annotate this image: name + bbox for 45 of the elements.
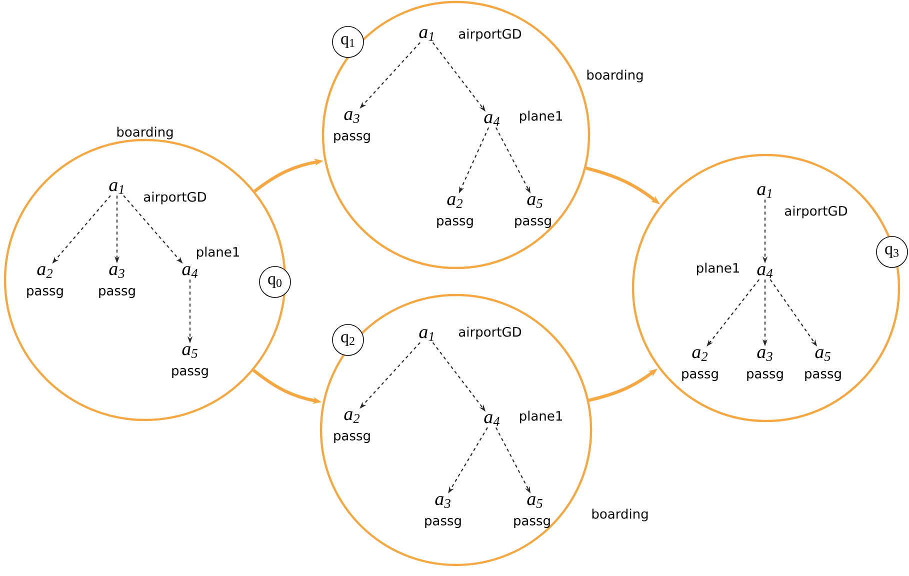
state-circle [632, 154, 900, 422]
node-label: q$_{3}$ [885, 246, 899, 258]
node-label: passg [805, 371, 841, 381]
node-label: airportGD [458, 326, 522, 340]
node-label: airportGD [458, 28, 522, 42]
state-label: boarding [587, 70, 643, 82]
node-label: passg [515, 218, 551, 228]
node-label: passg [682, 371, 718, 381]
tree-node-symbol: a$_{4}$ [757, 266, 773, 278]
tree-node-symbol: a$_{3}$ [435, 496, 450, 508]
tree-node-symbol: a$_{4}$ [182, 266, 198, 278]
tree-node-symbol: a$_{2}$ [447, 196, 463, 208]
node-label: passg [437, 218, 473, 228]
tree-node-symbol: a$_{5}$ [182, 346, 198, 358]
tree-node-symbol: a$_{5}$ [527, 196, 542, 208]
tree-node-symbol: a$_{2}$ [344, 411, 360, 423]
node-label: passg [334, 133, 370, 143]
node-label: airportGD [144, 192, 206, 204]
node-label: airportGD [784, 206, 848, 218]
node-label: plane1 [520, 110, 562, 124]
tree-node-symbol: a$_{3}$ [109, 266, 124, 278]
tree-node-symbol: a$_{4}$ [484, 414, 500, 426]
tree-node-symbol: a$_{4}$ [484, 114, 500, 126]
node-label: plane1 [197, 246, 239, 260]
tree-node-symbol: a$_{3}$ [757, 349, 772, 361]
tree-node-symbol: a$_{1}$ [419, 29, 434, 41]
node-label: passg [172, 368, 208, 378]
node-label: plane1 [697, 262, 739, 276]
tree-node-symbol: a$_{2}$ [692, 349, 708, 361]
tree-node-symbol: a$_{3}$ [344, 111, 360, 123]
state-label: boarding [592, 508, 648, 522]
node-label: passg [334, 433, 370, 443]
tree-node-symbol: a$_{1}$ [419, 329, 434, 341]
node-label: passg [425, 518, 461, 528]
tree-node-symbol: a$_{1}$ [109, 182, 124, 194]
node-label: passg [514, 518, 550, 528]
state-label: boarding [117, 126, 173, 140]
node-label: passg [99, 288, 135, 298]
node-label: passg [27, 288, 63, 298]
node-label: passg [747, 371, 783, 381]
tree-node-symbol: a$_{2}$ [37, 266, 53, 278]
tree-node-symbol: a$_{5}$ [815, 349, 830, 361]
tree-node-symbol: a$_{1}$ [757, 186, 772, 198]
tree-node-symbol: a$_{5}$ [527, 496, 542, 508]
node-label: plane1 [520, 410, 562, 424]
